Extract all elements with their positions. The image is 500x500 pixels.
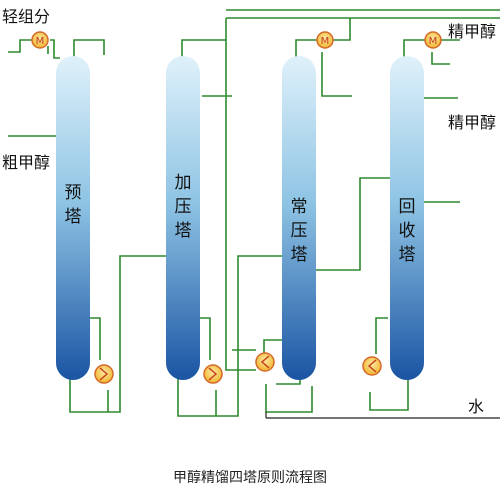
recovery-tower-char-1: 回 [399,197,416,217]
atmospheric-tower-char-1: 常 [291,197,308,217]
reboiler-pre [94,364,114,384]
atm-bottom-to-hx [276,378,301,385]
label-refined-methanol-top: 精甲醇 [448,22,496,41]
pressurized-tower-char-2: 压 [175,197,192,217]
rec-bottom-loop [369,378,409,411]
label-light-components: 轻组分 [2,7,50,26]
pre-bottom-loop [69,378,109,413]
pre-top-vapor [73,39,105,58]
svg-text:M: M [429,36,438,47]
rec-top-vapor [403,39,426,58]
atmospheric-tower-char-2: 压 [291,221,308,241]
reboiler-recovery [362,356,382,376]
svg-text:M: M [36,36,45,47]
column-atmospheric-tower [282,56,316,380]
atm-top-vapor [295,39,318,58]
column-recovery-tower [390,56,424,380]
press-bottom-loop [177,378,217,417]
pre-reflux-line [50,39,60,59]
diagram-caption: 甲醇精馏四塔原则流程图 [173,469,327,486]
rec-reboiler-return [375,317,388,354]
reboiler-atmospheric [255,352,275,372]
atm-bottom-loop [265,384,313,413]
label-crude-methanol: 粗甲醇 [2,153,50,172]
rec-reflux [431,52,450,65]
top-vapor-line [225,17,500,40]
pre-tower-char-2: 塔 [65,207,82,227]
pre-reboiler-return [90,317,101,360]
press-reboiler-return [200,317,211,360]
press-to-atm [216,255,288,417]
pipes [8,9,500,417]
atm-reflux [321,52,352,97]
atm-condenser-out [332,18,351,41]
condenser-atmospheric: M [316,31,334,49]
pressurized-tower-char-3: 塔 [175,221,192,241]
recovery-tower-char-3: 塔 [399,245,416,265]
svg-text:M: M [321,36,330,47]
reboiler-pressurized [203,364,223,384]
pre-tower-char-1: 预 [65,183,82,203]
condenser-recovery: M [424,31,442,49]
column-pre-tower [56,56,90,380]
label-water: 水 [468,397,484,416]
pressurized-tower-char-1: 加 [175,173,192,193]
atm-to-recovery [312,177,392,271]
column-pressurized-tower [166,56,200,380]
condenser-pre: M [31,31,49,49]
label-refined-methanol-side: 精甲醇 [448,113,496,132]
pre-to-pressurized [108,255,168,413]
press-top-vapor [181,39,256,371]
recovery-tower-char-2: 收 [399,221,416,241]
atmospheric-tower-char-3: 塔 [291,245,308,265]
light-out-line [8,39,40,53]
